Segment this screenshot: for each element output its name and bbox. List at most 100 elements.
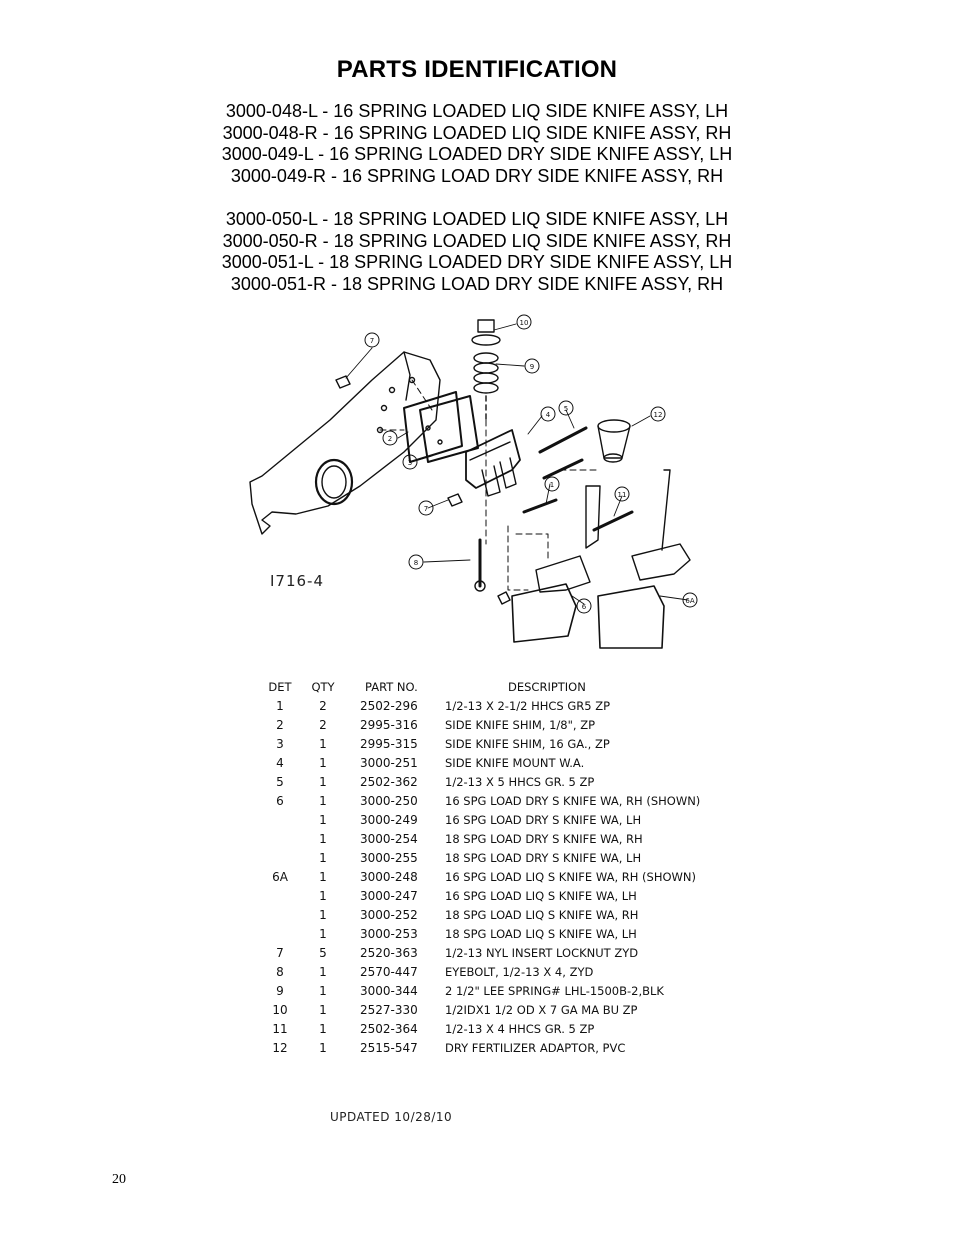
page-number: 20 (112, 1172, 126, 1187)
cell-qty: 1 (319, 775, 327, 789)
assembly-line: 3000-051-L - 18 SPRING LOADED DRY SIDE K… (221, 252, 733, 272)
cell-desc: 18 SPG LOAD LIQ S KNIFE WA, LH (445, 927, 637, 941)
cell-qty: 1 (319, 870, 327, 884)
header-desc: DESCRIPTION (508, 680, 586, 694)
page-title: PARTS IDENTIFICATION (336, 56, 618, 83)
cell-part: 2502-364 (360, 1022, 418, 1036)
cell-desc: 2 1/2" LEE SPRING# LHL-1500B-2,BLK (445, 984, 664, 998)
cell-part: 3000-249 (360, 813, 418, 827)
cell-qty: 5 (319, 946, 327, 960)
callout-label: 9 (530, 363, 534, 371)
cell-part: 2995-316 (360, 718, 418, 732)
callout-label: 6 (582, 603, 587, 611)
cell-desc: 1/2-13 X 4 HHCS GR. 5 ZP (445, 1022, 595, 1036)
assembly-line: 3000-048-R - 16 SPRING LOADED LIQ SIDE K… (222, 122, 732, 143)
cell-qty: 1 (319, 756, 327, 770)
assembly-line: 3000-049-R - 16 SPRING LOAD DRY SIDE KNI… (230, 165, 724, 186)
assembly-line: 3000-050-L - 18 SPRING LOADED LIQ SIDE K… (225, 209, 729, 229)
cell-qty: 1 (319, 1022, 327, 1036)
cell-qty: 1 (319, 813, 327, 827)
cell-part: 3000-250 (360, 794, 418, 808)
callout-label: 4 (546, 411, 551, 419)
cell-part: 3000-248 (360, 870, 418, 884)
cell-qty: 1 (319, 889, 327, 903)
assembly-list-18: 3000-050-L - 18 SPRING LOADED LIQ SIDE K… (0, 209, 954, 295)
callout-label: 11 (618, 491, 627, 499)
assembly-line: 3000-051-R - 18 SPRING LOAD DRY SIDE KNI… (230, 273, 724, 294)
cell-part: 3000-252 (360, 908, 418, 922)
cell-qty: 1 (319, 908, 327, 922)
cell-det: 5 (276, 775, 284, 789)
assembly-line: 3000-049-L - 16 SPRING LOADED DRY SIDE K… (221, 144, 733, 164)
table-row: 1 3000-252 18 SPG LOAD LIQ S KNIFE WA, RH (250, 908, 720, 927)
cell-det: 2 (276, 718, 284, 732)
cell-qty: 1 (319, 832, 327, 846)
cell-det: 11 (272, 1022, 288, 1036)
cell-qty: 2 (319, 718, 327, 732)
callout-label: 7 (424, 505, 428, 513)
cell-qty: 1 (319, 965, 327, 979)
cell-desc: 1/2IDX1 1/2 OD X 7 GA MA BU ZP (445, 1003, 638, 1017)
cell-part: 3000-251 (360, 756, 418, 770)
liquid-tube (585, 469, 671, 551)
cell-desc: 18 SPG LOAD DRY S KNIFE WA, LH (445, 851, 642, 865)
table-row: 1 3000-249 16 SPG LOAD DRY S KNIFE WA, LH (250, 813, 720, 832)
assembly-line: 3000-050-R - 18 SPRING LOADED LIQ SIDE K… (222, 230, 732, 251)
cell-qty: 1 (319, 794, 327, 808)
callout-leaders (345, 323, 689, 605)
callout-label: 10 (520, 319, 529, 327)
callout-label: 6A (685, 597, 694, 605)
table-row: 2 2 2995-316 SIDE KNIFE SHIM, 1/8", ZP (250, 718, 720, 737)
header-qty: QTY (311, 680, 335, 694)
cell-part: 2570-447 (360, 965, 418, 979)
cell-desc: SIDE KNIFE SHIM, 1/8", ZP (445, 718, 596, 732)
cell-desc: 16 SPG LOAD DRY S KNIFE WA, LH (445, 813, 642, 827)
cell-qty: 1 (319, 737, 327, 751)
table-header: DET QTY PART NO. DESCRIPTION (250, 680, 720, 699)
cell-qty: 1 (319, 1041, 327, 1055)
cell-desc: EYEBOLT, 1/2-13 X 4, ZYD (445, 965, 594, 979)
parts-table: DET QTY PART NO. DESCRIPTION 1 2 2502-296 1… (250, 680, 720, 1060)
cell-qty: 1 (319, 851, 327, 865)
cell-part: 3000-247 (360, 889, 418, 903)
locknuts (335, 375, 511, 605)
cell-desc: 16 SPG LOAD DRY S KNIFE WA, RH (SHOWN) (445, 794, 701, 808)
cell-part: 3000-255 (360, 851, 418, 865)
table-row: 1 3000-255 18 SPG LOAD DRY S KNIFE WA, LH (250, 851, 720, 870)
knife-blade-dry (511, 555, 591, 643)
header-det: DET (268, 680, 292, 694)
cell-det: 1 (276, 699, 284, 713)
cell-part: 2502-362 (360, 775, 418, 789)
cell-part: 2515-547 (360, 1041, 418, 1055)
fertilizer-adaptor (597, 419, 631, 463)
cell-part: 3000-344 (360, 984, 418, 998)
callout-label: 8 (414, 559, 418, 567)
cell-det: 10 (272, 1003, 288, 1017)
cell-desc: 1/2-13 X 5 HHCS GR. 5 ZP (445, 775, 595, 789)
assembly-list-16: 3000-048-L - 16 SPRING LOADED LIQ SIDE K… (0, 101, 954, 187)
callout-label: 2 (388, 435, 392, 443)
cell-desc: DRY FERTILIZER ADAPTOR, PVC (445, 1041, 626, 1055)
cell-desc: 18 SPG LOAD LIQ S KNIFE WA, RH (445, 908, 639, 922)
shank-arm (249, 351, 441, 535)
cell-qty: 1 (319, 927, 327, 941)
cell-part: 2502-296 (360, 699, 418, 713)
cell-desc: SIDE KNIFE MOUNT W.A. (445, 756, 585, 770)
cell-det: 4 (276, 756, 284, 770)
knife-blade-liquid (597, 543, 691, 649)
callout-label: 7 (370, 337, 374, 345)
cell-qty: 2 (319, 699, 327, 713)
callout-label: 12 (654, 411, 663, 419)
cell-qty: 1 (319, 1003, 327, 1017)
